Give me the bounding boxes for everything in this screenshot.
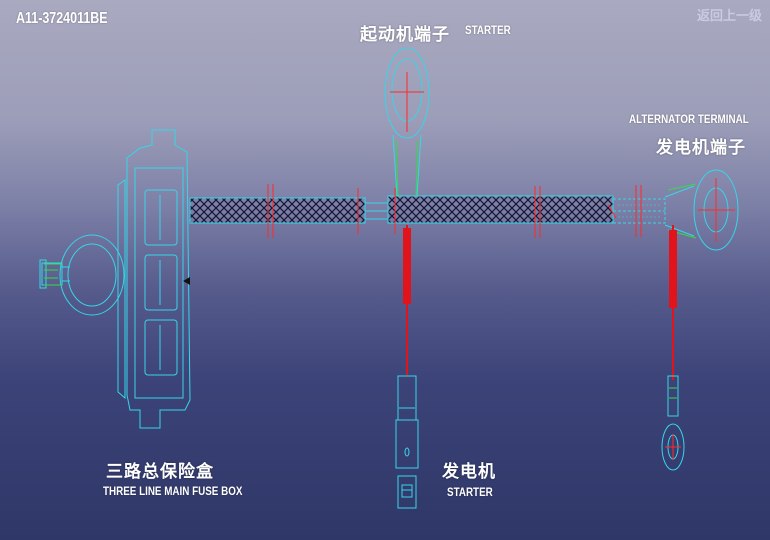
fuse-box-arrow-icon bbox=[183, 277, 190, 285]
starter-branch-wire bbox=[403, 225, 411, 375]
generator-label-cn: 发电机 bbox=[442, 462, 496, 482]
back-link[interactable]: 返回上一级 bbox=[696, 9, 762, 24]
small-ring-crosshair bbox=[665, 434, 681, 460]
alternator-terminal-crosshair bbox=[698, 178, 735, 242]
main-fuse-box bbox=[117, 129, 191, 429]
starter-connector bbox=[395, 375, 419, 509]
fuse-box-ring-terminal bbox=[39, 234, 125, 316]
alternator-small-ring-green bbox=[669, 387, 677, 399]
starter-terminal-crosshair bbox=[390, 72, 424, 132]
fuse-box-label-en: THREE LINE MAIN FUSE BOX bbox=[103, 484, 243, 498]
main-braided-harness bbox=[189, 195, 666, 224]
starter-terminal-label-en: STARTER bbox=[465, 23, 511, 37]
alternator-branch-wire bbox=[669, 225, 677, 380]
part-number: A11-3724011BE bbox=[16, 10, 108, 27]
fuse-box-green-lug bbox=[44, 263, 62, 286]
starter-terminal-label-cn: 起动机端子 bbox=[360, 25, 450, 45]
starter-ring-terminal bbox=[384, 47, 430, 197]
generator-label-en: STARTER bbox=[447, 485, 493, 499]
fuse-box-label-cn: 三路总保险盒 bbox=[106, 462, 214, 482]
starter-terminal-green-edge bbox=[395, 139, 419, 197]
alternator-terminal-label-cn: 发电机端子 bbox=[656, 138, 746, 158]
harness-clamp-marks bbox=[267, 184, 642, 238]
alternator-terminal-label-en: ALTERNATOR TERMINAL bbox=[629, 112, 749, 126]
